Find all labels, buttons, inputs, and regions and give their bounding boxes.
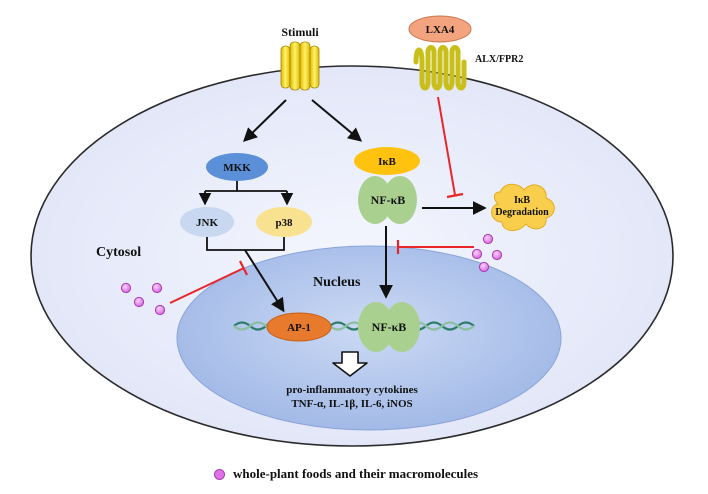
cytosol-label: Cytosol [96,245,141,260]
p38-node [256,207,312,237]
p38-label: p38 [275,217,293,229]
cytokines-title: pro-inflammatory cytokines [286,384,418,396]
lxa4-ligand [408,15,472,43]
arrow-stimuli-to-ikb [311,99,363,142]
nfkb-nucleus-subunit-right [384,302,420,352]
nfkb-nucleus-subunit-left [358,302,394,352]
legend: whole-plant foods and their macromolecul… [214,464,478,484]
alx-fpr2-receptor-icon [413,45,467,91]
nfkb-subunit-left [358,176,392,224]
nfkb-nucleus-label: NF-κB [372,320,407,334]
nucleus-label: Nucleus [313,275,361,290]
arrow-mapk-to-ap1 [244,249,285,313]
whole-plant-dots-right [471,233,503,273]
jnk-node [180,207,234,237]
inhibition-bar-lxa4 [446,192,464,199]
whole-plant-dots-left [120,282,166,316]
ap1-label: AP-1 [287,322,311,334]
inhibition-lxa4-to-degradation [437,96,456,196]
stimuli-label: Stimuli [281,25,319,39]
stimuli-receptor-icon [280,41,320,91]
ikb-label: IκB [378,156,396,168]
ikb-degradation-label-1: IκB [514,195,530,206]
legend-text: whole-plant foods and their macromolecul… [233,466,479,481]
ikb-node [354,147,420,175]
mkk-label: MKK [223,162,251,174]
alx-fpr2-label: ALX/FPR2 [475,54,523,65]
mkk-branch-connector [205,181,287,192]
cytokines-list: TNF-α, IL-1β, IL-6, iNOS [291,398,412,410]
arrow-stimuli-to-mkk [242,99,287,142]
nfkb-subunit-right [383,176,417,224]
ikb-degradation-blob [491,183,555,231]
ikb-degradation-label-2: Degradation [495,207,549,218]
inhibition-bar-mapk [239,260,248,276]
ap1-node [266,312,332,342]
mkk-node [206,153,268,181]
whole-plant-dot-icon [214,468,225,480]
jnk-label: JNK [196,217,218,229]
down-arrow-icon [332,351,368,377]
inhibition-left-dots-to-mapk [169,267,245,304]
nfkb-cytosol-label: NF-κB [371,193,406,207]
lxa4-label: LXA4 [426,24,455,36]
